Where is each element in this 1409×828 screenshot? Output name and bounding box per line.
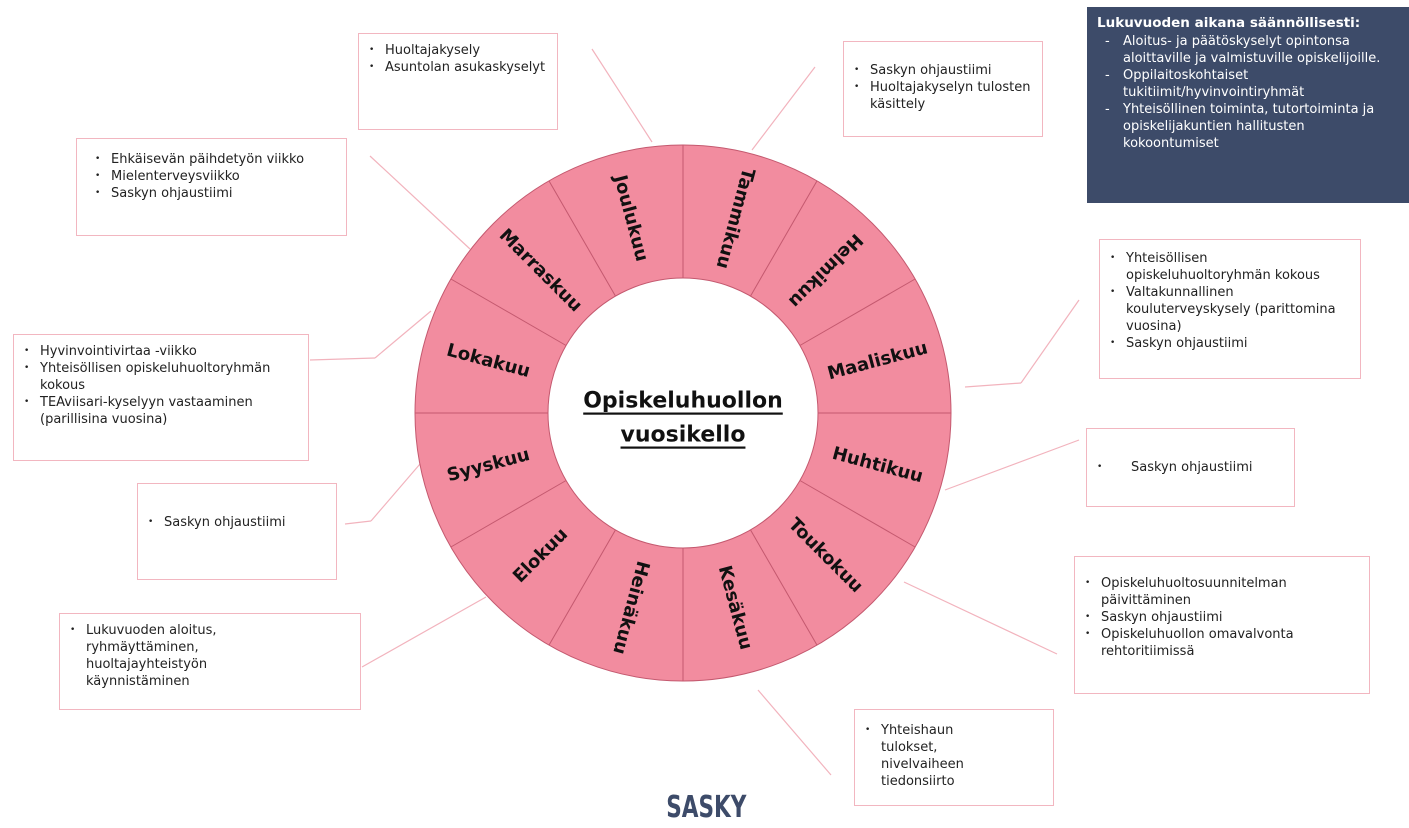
activity-item: Huoltajakyselyn tulosten käsittely	[848, 79, 1032, 113]
connector-line	[903, 581, 1058, 655]
tammikuu-box: Saskyn ohjaustiimi Huoltajakyselyn tulos…	[843, 41, 1043, 137]
activity-item: TEAviisari-kyselyyn vastaaminen (parilli…	[18, 394, 298, 428]
marraskuu-box: Ehkäisevän päihdetyön viikko Mielenterve…	[76, 138, 347, 236]
segment-divider	[450, 278, 567, 346]
connector-line	[591, 48, 653, 143]
regular-activity-item: Yhteisöllinen toiminta, tutortoiminta ja…	[1097, 101, 1403, 152]
elokuu-box: Lukuvuoden aloitus, ryhmäyttäminen, huol…	[59, 613, 361, 710]
toukokuu-box: Opiskeluhuoltosuunnitelman päivittäminen…	[1074, 556, 1370, 694]
segment-divider	[750, 180, 818, 297]
activity-item: Ehkäisevän päihdetyön viikko	[89, 151, 311, 168]
connector-line	[361, 596, 487, 668]
activity-item: Lukuvuoden aloitus, ryhmäyttäminen, huol…	[64, 622, 286, 690]
activity-item: Valtakunnallinen kouluterveyskysely (par…	[1104, 284, 1350, 335]
segment-divider	[799, 278, 916, 346]
activity-item: Saskyn ohjaustiimi	[1079, 609, 1359, 626]
center-title-line: vuosikello	[621, 423, 746, 448]
regular-activities-panel: Lukuvuoden aikana säännöllisesti: Aloitu…	[1087, 7, 1409, 203]
activity-item: Saskyn ohjaustiimi	[89, 185, 336, 202]
joulukuu-box: Huoltajakysely Asuntolan asukaskyselyt	[358, 33, 558, 130]
segment-divider	[750, 529, 818, 646]
activity-item: Yhteishaun tulokset, nivelvaiheen tiedon…	[859, 722, 981, 790]
activity-item: Yhteisöllisen opiskeluhuoltoryhmän kokou…	[1104, 250, 1350, 284]
activity-item: Saskyn ohjaustiimi	[848, 62, 1032, 79]
sasky-logo: SASKY	[666, 790, 747, 825]
regular-activities-title: Lukuvuoden aikana säännöllisesti:	[1097, 15, 1361, 31]
connector-line	[964, 382, 1022, 388]
activity-item: Saskyn ohjaustiimi	[142, 514, 326, 531]
lokakuu-box: Hyvinvointivirtaa -viikko Yhteisöllisen …	[13, 334, 309, 461]
connector-line	[757, 689, 832, 776]
connector-line	[751, 66, 816, 151]
activity-item: Hyvinvointivirtaa -viikko	[18, 343, 298, 360]
segment-divider	[450, 480, 567, 548]
segment-divider	[548, 529, 616, 646]
connector-line	[374, 310, 432, 359]
connector-line	[944, 439, 1080, 491]
connector-line	[309, 357, 376, 361]
activity-item: Yhteisöllisen opiskeluhuoltoryhmän kokou…	[18, 360, 298, 394]
kesakuu-box: Yhteishaun tulokset, nivelvaiheen tiedon…	[854, 709, 1054, 806]
segment-divider	[548, 180, 616, 297]
activity-item: Huoltajakysely	[363, 42, 547, 59]
connector-line	[370, 463, 421, 522]
activity-item: Asuntolan asukaskyselyt	[363, 59, 547, 76]
center-title-line: Opiskeluhuollon	[583, 389, 783, 414]
regular-activity-item: Aloitus- ja päätöskyselyt opintonsa aloi…	[1097, 33, 1403, 67]
segment-divider	[799, 480, 916, 548]
activity-item: Saskyn ohjaustiimi	[1104, 335, 1350, 352]
activity-item: Saskyn ohjaustiimi	[1091, 459, 1284, 476]
activity-item: Opiskeluhuoltosuunnitelman päivittäminen	[1079, 575, 1359, 609]
connector-line	[344, 520, 372, 525]
connector-line	[1020, 299, 1080, 384]
maaliskuu-box: Yhteisöllisen opiskeluhuoltoryhmän kokou…	[1099, 239, 1361, 379]
connector-line	[369, 155, 471, 250]
regular-activity-item: Oppilaitoskohtaiset tukitiimit/hyvinvoin…	[1097, 67, 1403, 101]
syyskuu-box: Saskyn ohjaustiimi	[137, 483, 337, 580]
activity-item: Opiskeluhuollon omavalvonta rehtoritiimi…	[1079, 626, 1359, 660]
huhtikuu-box: Saskyn ohjaustiimi	[1086, 428, 1295, 507]
activity-item: Mielenterveysviikko	[89, 168, 336, 185]
